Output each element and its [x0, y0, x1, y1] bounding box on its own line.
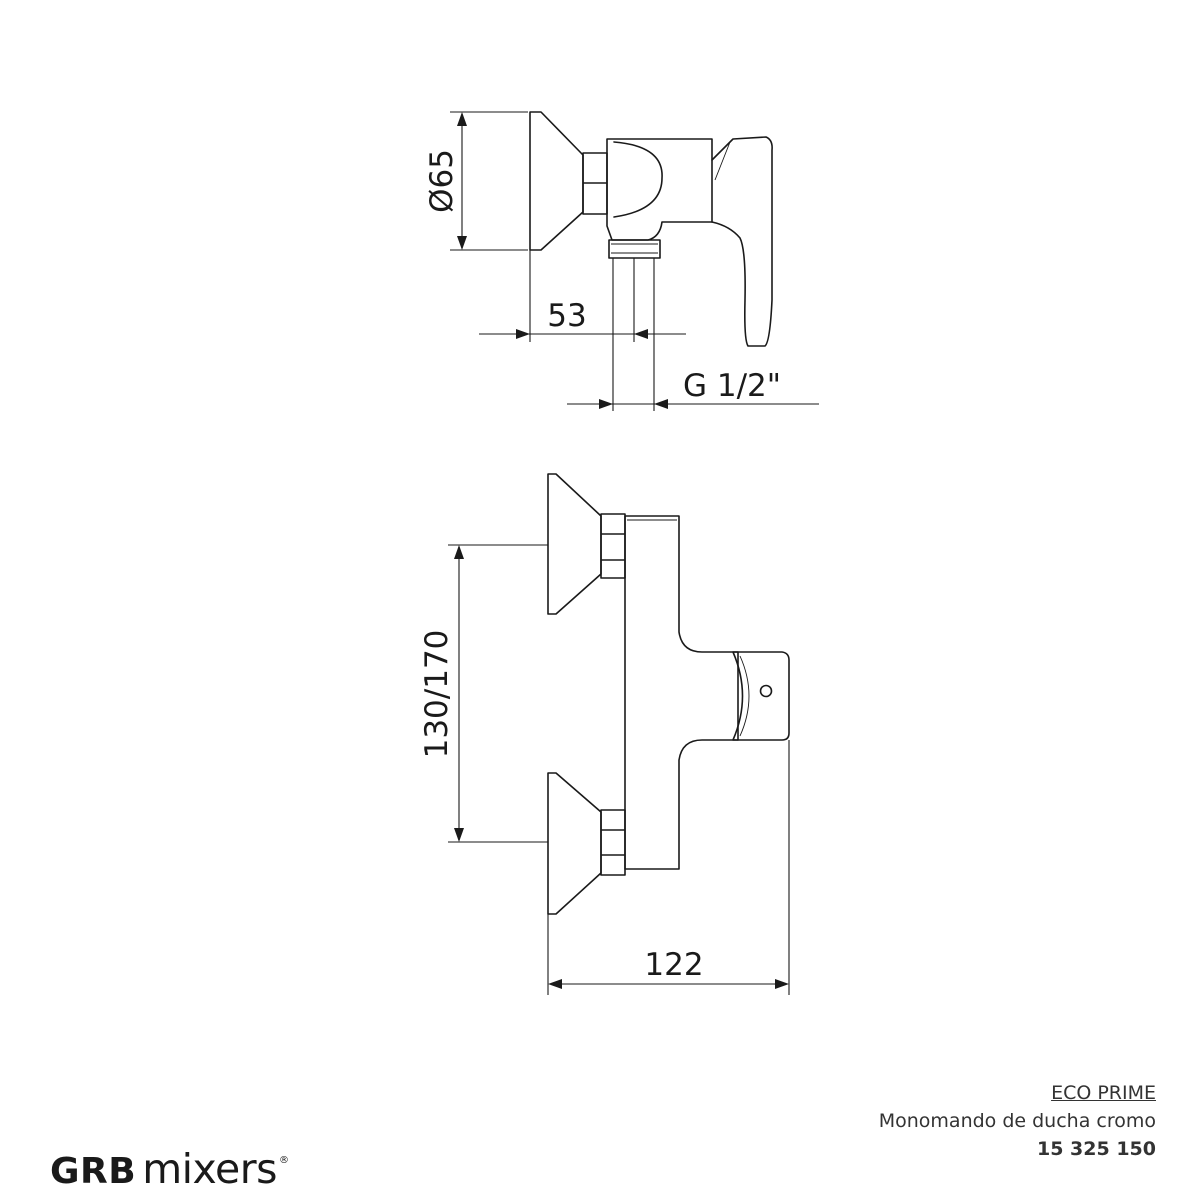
dim-centers: 130/170 [419, 630, 455, 759]
dim-thread: G 1/2" [683, 368, 781, 404]
dim-diameter: Ø65 [424, 149, 460, 213]
front-view: 130/170 122 [419, 473, 790, 995]
logo-suffix: mixers [142, 1145, 277, 1193]
dim-width: 122 [644, 947, 703, 983]
front-top-flange [547, 473, 602, 615]
front-lever-indicator [759, 684, 773, 698]
side-lever-edge [714, 141, 731, 181]
dim-depth: 53 [547, 298, 586, 334]
product-code: 15 325 150 [1037, 1138, 1156, 1160]
side-wall-flange [529, 111, 584, 251]
front-bottom-flange [547, 772, 602, 915]
product-description: Monomando de ducha cromo [878, 1110, 1156, 1132]
side-view: Ø65 53 G 1/2" [424, 111, 819, 411]
side-lever-handle [711, 136, 773, 347]
front-lever-cap [732, 651, 790, 741]
side-body-curve [613, 141, 663, 218]
logo-registered-mark: ® [279, 1155, 289, 1166]
front-body [624, 515, 739, 870]
side-outlet-thread [608, 239, 661, 259]
title-block: ECO PRIME Monomando de ducha cromo 15 32… [879, 1079, 1156, 1163]
logo-brand: GRB [50, 1151, 137, 1192]
front-bottom-nut [600, 809, 626, 876]
product-series: ECO PRIME [1051, 1082, 1156, 1104]
side-connector-nut [582, 152, 608, 215]
front-top-nut [600, 513, 626, 579]
brand-logo: GRB mixers ® [50, 1145, 289, 1193]
